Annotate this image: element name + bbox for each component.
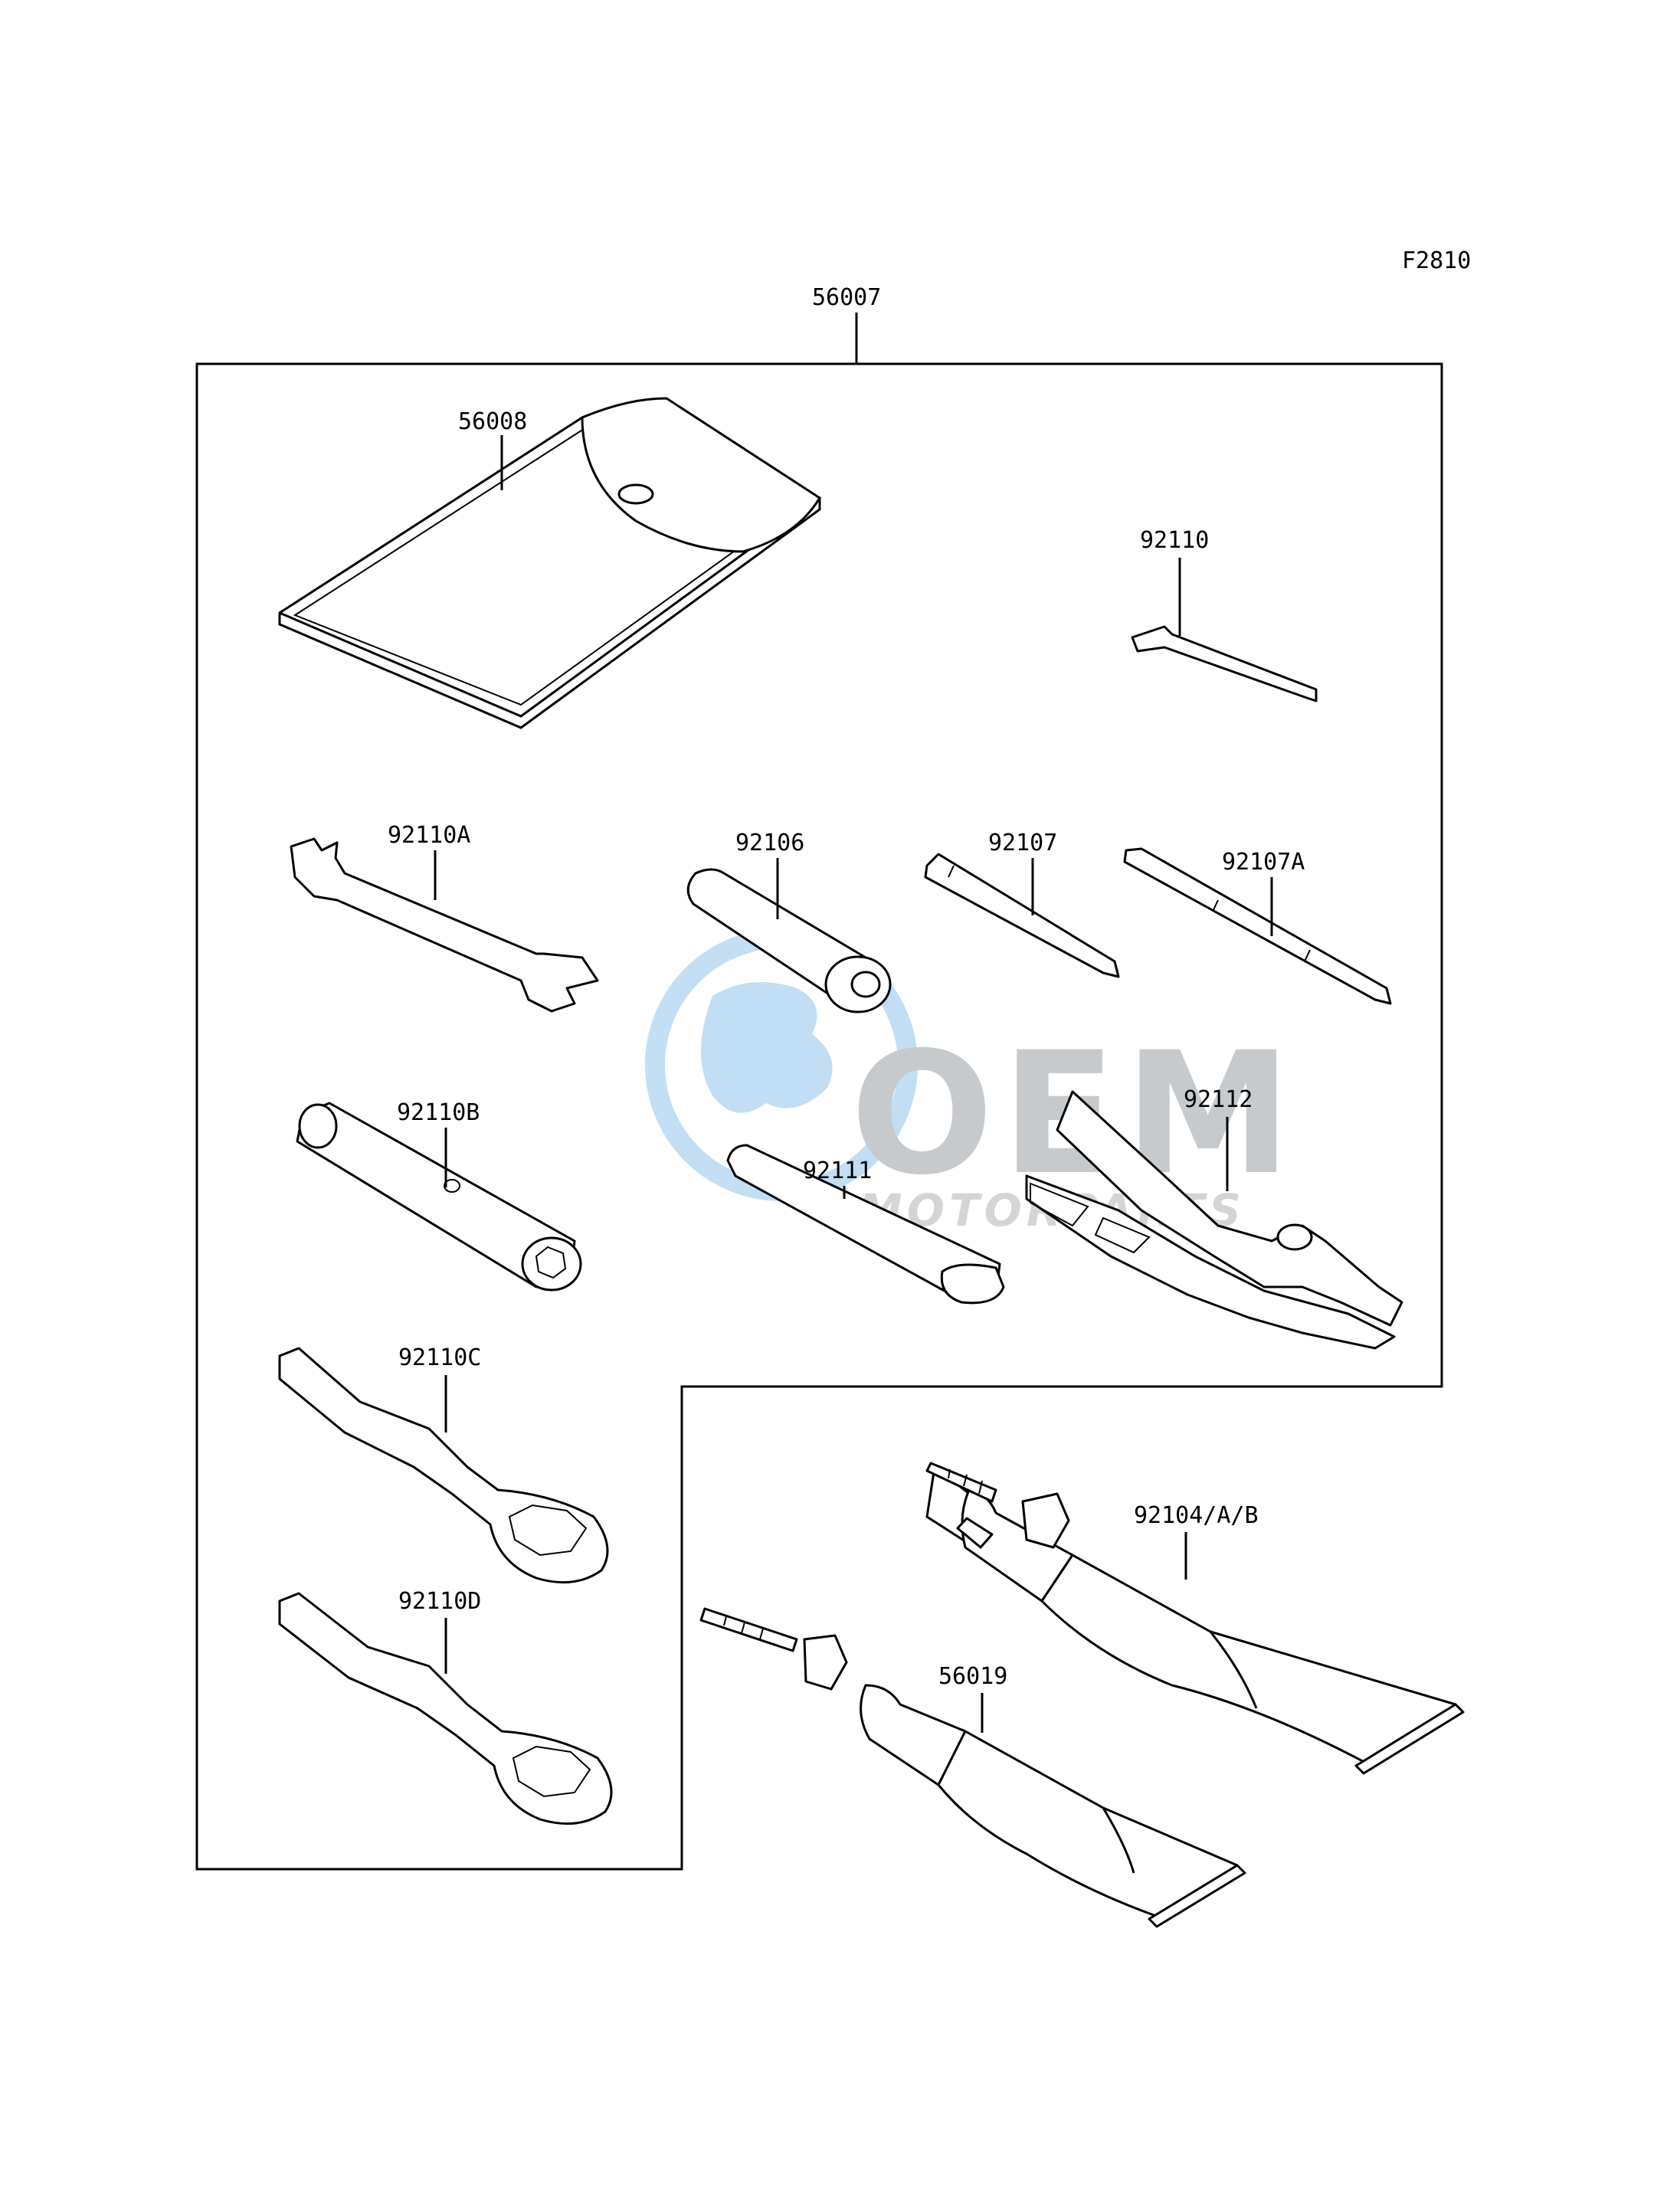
ring-wrench-d [278,1592,613,1825]
label-grease-tube-1: 92104/A/B [1134,1502,1259,1529]
screwdriver-dual [1123,847,1392,1005]
hex-key [1131,625,1318,702]
label-ring-wrench-c: 92110C [398,1344,481,1371]
label-box-wrench: 92110B [397,1099,480,1126]
label-open-wrench: 92110A [388,822,470,849]
grease-tube-2 [699,1607,1246,1928]
label-grease-tube-2: 56019 [938,1663,1007,1690]
socket-holder [686,868,892,1013]
tool-bag [278,397,821,729]
label-ring-wrench-d: 92110D [398,1588,481,1615]
label-bag: 56008 [458,408,527,435]
box-wrench [296,1102,582,1292]
open-wrench [290,837,599,1013]
label-hex-key: 92110 [1140,527,1209,554]
nozzle-1 [925,1462,1070,1549]
watermark-continent-icon [701,982,833,1113]
kit-frame [195,362,1443,1871]
grease-tube-1 [925,1465,1465,1775]
ring-wrench-c [278,1347,609,1584]
label-screwdriver-dual: 92107A [1222,849,1305,876]
screwdriver [924,853,1120,978]
label-kit: 56007 [812,284,881,311]
pliers [1025,1090,1403,1350]
figure-code: F2810 [1402,247,1471,274]
label-socket-holder: 92106 [735,830,804,856]
label-screwdriver: 92107 [988,830,1057,856]
label-bar: 92111 [803,1157,872,1184]
label-pliers: 92112 [1184,1086,1253,1113]
bar [726,1144,1005,1305]
